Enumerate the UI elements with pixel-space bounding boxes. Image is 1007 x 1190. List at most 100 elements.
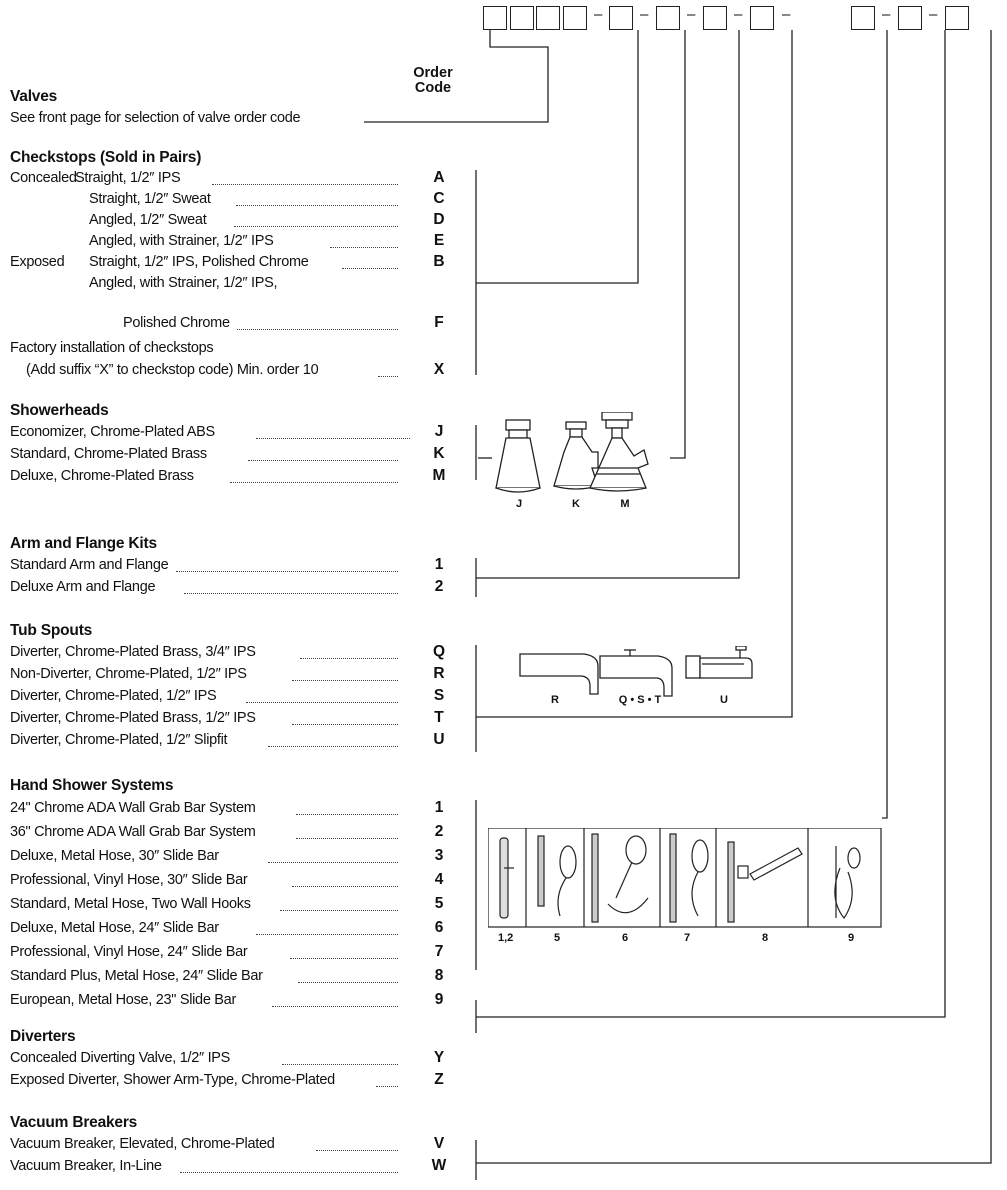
diverter-label: Exposed Diverter, Shower Arm-Type, Chrom… — [10, 1072, 335, 1088]
vacuum-breaker-code: V — [433, 1135, 445, 1152]
code-dash: – — [640, 6, 649, 23]
hand-shower-caption: 8 — [762, 932, 769, 944]
valve-note: See front page for selection of valve or… — [10, 110, 301, 126]
checkstop-label: Straight, 1/2″ IPS, Polished Chrome — [89, 254, 309, 270]
vacuum-breaker-code: W — [431, 1157, 447, 1174]
tub-spout-caption: Q • S • T — [618, 694, 662, 706]
showerhead-label: Economizer, Chrome-Plated ABS — [10, 424, 215, 440]
leader-dots — [234, 226, 398, 227]
tub-spout-u-icon — [685, 646, 753, 679]
code-dash: – — [782, 6, 791, 23]
tub-spout-code: Q — [432, 643, 446, 660]
checkstop-code: C — [433, 190, 445, 207]
leader-dots — [292, 886, 398, 887]
grab-bar-icon — [499, 837, 514, 919]
leader-dots — [300, 658, 398, 659]
leader-dots — [330, 247, 398, 248]
hand-shower-code: 9 — [434, 991, 444, 1008]
code-box-tub-spout — [750, 6, 774, 30]
code-box-valve-2 — [510, 6, 534, 30]
hand-shower-caption: 9 — [848, 932, 855, 944]
section-title-vacuum-breakers: Vacuum Breakers — [10, 1114, 138, 1131]
showerhead-label: Standard, Chrome-Plated Brass — [10, 446, 207, 462]
leader-dots — [248, 460, 398, 461]
hand-shower-label: 24" Chrome ADA Wall Grab Bar System — [10, 800, 256, 816]
hand-shower-label: Professional, Vinyl Hose, 30″ Slide Bar — [10, 872, 248, 888]
leader-dots — [176, 571, 398, 572]
code-dash: – — [882, 6, 891, 23]
checkstop-label: Angled, with Strainer, 1/2″ IPS, — [89, 275, 278, 291]
showerhead-label: Deluxe, Chrome-Plated Brass — [10, 468, 194, 484]
hand-shower-caption: 6 — [622, 932, 629, 944]
tub-spout-code: T — [434, 709, 444, 726]
leader-dots — [316, 1150, 398, 1151]
showerhead-caption: K — [572, 498, 580, 510]
section-title-tub-spouts: Tub Spouts — [10, 622, 93, 639]
checkstop-code: X — [433, 361, 445, 378]
showerhead-m-icon — [589, 412, 649, 492]
tub-spout-label: Diverter, Chrome-Plated, 1/2″ IPS — [10, 688, 217, 704]
showerhead-illustrations — [478, 412, 649, 493]
tub-spout-illustrations — [519, 646, 753, 697]
leader-dots — [378, 376, 398, 377]
leader-dots — [298, 982, 398, 983]
leader-dots — [237, 329, 398, 330]
vacuum-breaker-label: Vacuum Breaker, In-Line — [10, 1158, 162, 1174]
leader-dots — [230, 482, 398, 483]
hand-shower-label: Standard Plus, Metal Hose, 24″ Slide Bar — [10, 968, 263, 984]
code-dash: – — [687, 6, 696, 23]
section-title-hand-shower: Hand Shower Systems — [10, 777, 174, 794]
diverter-label: Concealed Diverting Valve, 1/2″ IPS — [10, 1050, 231, 1066]
code-box-checkstop — [609, 6, 633, 30]
diverter-code: Y — [433, 1049, 445, 1066]
showerhead-code: J — [434, 423, 444, 440]
leader-dots — [296, 838, 398, 839]
showerhead-code: K — [433, 445, 445, 462]
leader-dots — [268, 862, 398, 863]
leader-dots — [236, 205, 398, 206]
checkstop-code: A — [433, 169, 445, 186]
hand-shower-illustrations — [488, 828, 882, 928]
hand-shower-code: 8 — [434, 967, 444, 984]
section-title-valves: Valves — [10, 88, 58, 105]
tub-spout-label: Diverter, Chrome-Plated, 1/2″ Slipfit — [10, 732, 228, 748]
tub-spout-code: R — [433, 665, 445, 682]
tub-spout-code: U — [433, 731, 445, 748]
code-box-valve-3 — [536, 6, 560, 30]
hand-shower-code: 2 — [434, 823, 444, 840]
checkstop-prefix-exposed: Exposed — [10, 254, 65, 270]
leader-dots — [268, 746, 398, 747]
hand-shower-code: 5 — [434, 895, 444, 912]
checkstop-code: B — [433, 253, 445, 270]
hand-shower-5-icon — [537, 835, 577, 917]
hand-shower-label: 36" Chrome ADA Wall Grab Bar System — [10, 824, 256, 840]
hand-shower-code: 3 — [434, 847, 444, 864]
leader-dots — [342, 268, 398, 269]
hand-shower-code: 7 — [434, 943, 444, 960]
checkstop-label: Angled, 1/2″ Sweat — [89, 212, 207, 228]
tub-spout-label: Non-Diverter, Chrome-Plated, 1/2″ IPS — [10, 666, 247, 682]
arm-flange-code: 1 — [434, 556, 444, 573]
hand-shower-6-icon — [591, 833, 649, 923]
checkstop-code: F — [434, 314, 444, 331]
tub-spout-label: Diverter, Chrome-Plated Brass, 1/2″ IPS — [10, 710, 256, 726]
showerhead-code: M — [432, 467, 446, 484]
code-dash: – — [734, 6, 743, 23]
code-box-diverter — [898, 6, 922, 30]
hand-shower-code: 1 — [434, 799, 444, 816]
hand-shower-label: Deluxe, Metal Hose, 30″ Slide Bar — [10, 848, 219, 864]
leader-dots — [296, 814, 398, 815]
leader-dots — [256, 934, 398, 935]
checkstop-label: Polished Chrome — [123, 315, 230, 331]
section-title-diverters: Diverters — [10, 1028, 76, 1045]
hand-shower-code: 4 — [434, 871, 444, 888]
hand-shower-caption: 7 — [684, 932, 691, 944]
vacuum-breaker-label: Vacuum Breaker, Elevated, Chrome-Plated — [10, 1136, 275, 1152]
tub-spout-code: S — [433, 687, 445, 704]
hand-shower-8-icon — [727, 841, 803, 923]
showerhead-j-icon — [478, 419, 541, 493]
leader-dots — [272, 1006, 398, 1007]
checkstop-label: Straight, 1/2″ IPS — [75, 170, 181, 186]
tub-spout-qst-icon — [599, 649, 673, 697]
